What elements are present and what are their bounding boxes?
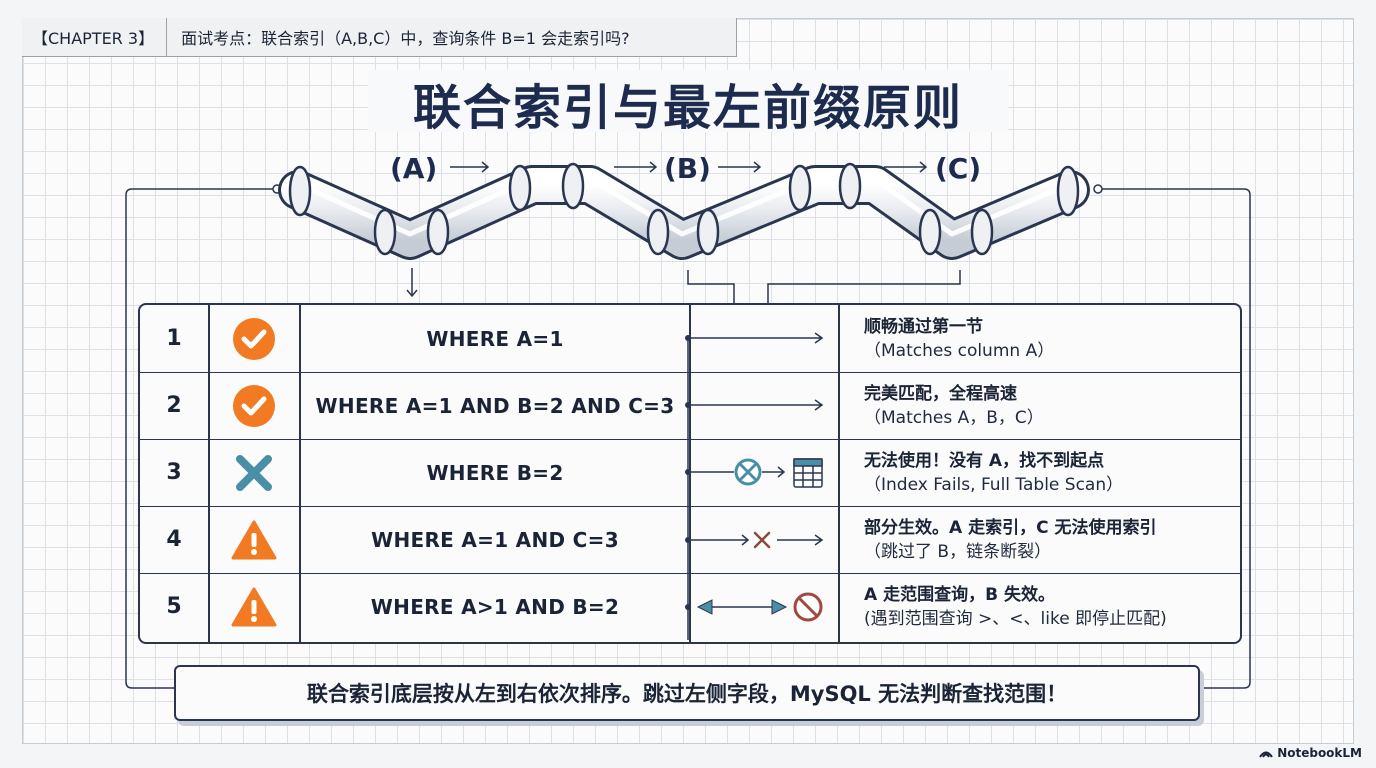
row-number: 1 [166,326,182,351]
break-x-icon [753,531,771,549]
header-bar: 【CHAPTER 3】 面试考点：联合索引（A,B,C）中，查询条件 B=1 会… [22,18,737,57]
arrow-right-icon [688,332,824,344]
query-text: WHERE B=2 [426,460,564,485]
check-icon [233,317,275,360]
pipe-label-b: (B) [664,152,711,185]
status-cell [209,439,299,506]
brand-logo: NotebookLM [1259,746,1362,760]
pipe-label-c: (C) [935,152,982,185]
column-divider [838,305,840,642]
table-row: 5 WHERE A>1 AND B=2 A 走范围查询，B 失效。 (遇到范围查… [140,573,1240,640]
brand-name: NotebookLM [1277,746,1362,760]
result-cell: A 走范围查询，B 失效。 (遇到范围查询 >、<、like 即停止匹配) [864,583,1240,631]
table-row: 4 WHERE A=1 AND C=3 部分生效。A 走索引，C 无法使用索引 … [140,506,1240,574]
row-number: 5 [166,594,182,619]
chapter-label: 【CHAPTER 3】 [22,18,168,56]
table-row: 2 WHERE A=1 AND B=2 AND C=3 完美匹配，全程高速 （M… [140,372,1240,440]
result-title: 无法使用！没有 A，找不到起点 [864,451,1105,471]
query-text: WHERE A=1 [426,326,564,351]
row-number: 2 [166,393,182,418]
range-arrow-icon [696,599,788,615]
result-note: （Matches column A） [864,341,1055,361]
summary-text: 联合索引底层按从左到右依次排序。跳过左侧字段，MySQL 无法判断查找范围！ [306,682,1068,706]
table-row: 3 WHERE B=2 无法使用！没有 A，找不到起点 （Index Fails… [140,439,1240,507]
status-cell [209,372,299,439]
result-note: （Index Fails, Full Table Scan） [864,475,1124,495]
query-text: WHERE A>1 AND B=2 [370,594,620,619]
row-number: 4 [166,527,182,552]
notebooklm-logo-icon [1259,751,1274,758]
main-title: 联合索引与最左前缀原则 [412,80,963,136]
table-scan-icon [793,458,823,488]
table-row: 1 WHERE A=1 顺畅通过第一节 （Matches column A） [140,305,1240,373]
question-text: 面试考点：联合索引（A,B,C）中，查询条件 B=1 会走索引吗? [181,29,630,48]
status-cell [209,305,299,372]
result-cell: 部分生效。A 走索引，C 无法使用索引 （跳过了 B，链条断裂） [864,516,1240,564]
cross-icon [236,454,272,491]
query-text: WHERE A=1 AND C=3 [371,527,619,552]
index-pipe [278,162,1090,260]
arrow-right-icon [688,399,824,411]
warning-icon [231,587,277,626]
result-note: （Matches A，B，C） [864,408,1044,428]
check-icon [233,384,275,427]
title-plate [368,70,1008,132]
column-divider [208,305,210,642]
prohibited-icon [793,592,823,622]
status-cell [209,506,299,573]
result-cell: 完美匹配，全程高速 （Matches A，B，C） [864,382,1240,430]
result-cell: 顺畅通过第一节 （Matches column A） [864,315,1240,363]
query-text: WHERE A=1 AND B=2 AND C=3 [315,393,675,418]
label-arrows [406,161,928,298]
result-title: 完美匹配，全程高速 [864,384,1017,404]
result-cell: 无法使用！没有 A，找不到起点 （Index Fails, Full Table… [864,449,1240,497]
result-title: 顺畅通过第一节 [864,317,983,337]
pipe-label-a: (A) [390,152,438,185]
row-number: 3 [166,460,182,485]
query-table: 1 WHERE A=1 顺畅通过第一节 （Matches column A） 2… [138,303,1242,644]
result-note: （跳过了 B，链条断裂） [864,542,1052,562]
warning-icon [231,520,277,559]
status-cell [209,573,299,640]
result-title: A 走范围查询，B 失效。 [864,585,1055,605]
result-note: (遇到范围查询 >、<、like 即停止匹配) [864,609,1167,629]
blocked-circle-icon [734,458,762,486]
column-divider [299,305,301,642]
result-title: 部分生效。A 走索引，C 无法使用索引 [864,518,1157,538]
summary-box: 联合索引底层按从左到右依次排序。跳过左侧字段，MySQL 无法判断查找范围！ [174,665,1200,721]
